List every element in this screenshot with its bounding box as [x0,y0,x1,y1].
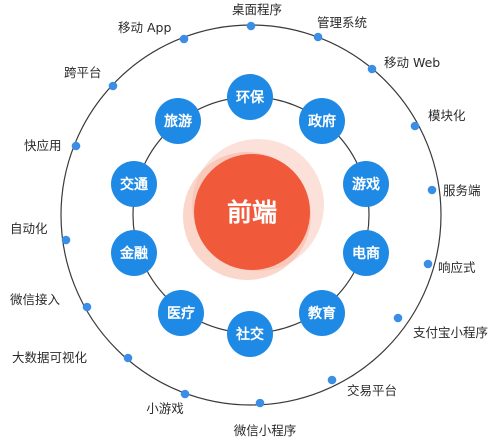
center-node: 前端 [183,139,324,280]
inner-node-label: 医疗 [167,305,195,322]
outer-label: 快应用 [24,138,62,153]
inner-node-label: 教育 [308,305,336,322]
inner-node-7[interactable]: 医疗 [158,290,204,336]
outer-label: 模块化 [428,108,466,123]
center-label: 前端 [227,198,277,227]
outer-label: 管理系统 [317,15,367,30]
outer-label: 移动 App [118,20,171,35]
outer-dot [108,81,118,91]
outer-dot [123,353,133,363]
outer-label: 交易平台 [347,383,397,398]
outer-dot [82,302,92,312]
outer-dot [71,141,81,151]
outer-dot [367,64,377,74]
outer-dot [427,185,437,195]
outer-dot [327,375,337,385]
outer-dot [179,34,189,44]
inner-node-2[interactable]: 政府 [299,98,345,144]
outer-label: 大数据可视化 [12,350,88,365]
outer-label: 跨平台 [64,65,102,80]
outer-label: 微信接入 [10,292,61,307]
inner-node-label: 旅游 [164,113,192,130]
inner-node-1[interactable]: 环保 [227,74,273,120]
inner-node-4[interactable]: 电商 [343,230,389,276]
inner-node-label: 金融 [119,245,148,262]
inner-node-5[interactable]: 教育 [299,290,345,336]
outer-label: 小游戏 [146,401,184,416]
outer-label: 服务端 [443,183,481,198]
outer-dot [313,32,323,42]
inner-node-9[interactable]: 交通 [111,161,157,207]
outer-label: 支付宝小程序 [413,325,488,340]
outer-dot [423,259,433,269]
outer-dots [61,21,437,408]
outer-label: 自动化 [10,221,48,236]
outer-dot [393,313,403,323]
inner-node-6[interactable]: 社交 [227,311,273,357]
inner-node-8[interactable]: 金融 [111,230,157,276]
inner-node-label: 电商 [352,245,380,262]
outer-label: 微信小程序 [234,423,297,438]
inner-node-3[interactable]: 游戏 [343,161,389,207]
outer-label: 移动 Web [384,55,440,70]
outer-dot [61,235,71,245]
outer-dot [246,21,256,31]
outer-dot [410,121,420,131]
inner-node-label: 游戏 [352,176,380,193]
outer-dot [255,398,265,408]
inner-node-10[interactable]: 旅游 [155,98,201,144]
inner-node-label: 环保 [236,89,265,106]
inner-node-label: 政府 [308,113,336,130]
inner-node-label: 社交 [235,326,264,343]
outer-label: 响应式 [438,260,476,275]
outer-dot [180,389,190,399]
inner-node-label: 交通 [120,176,148,193]
outer-label: 桌面程序 [232,2,282,17]
